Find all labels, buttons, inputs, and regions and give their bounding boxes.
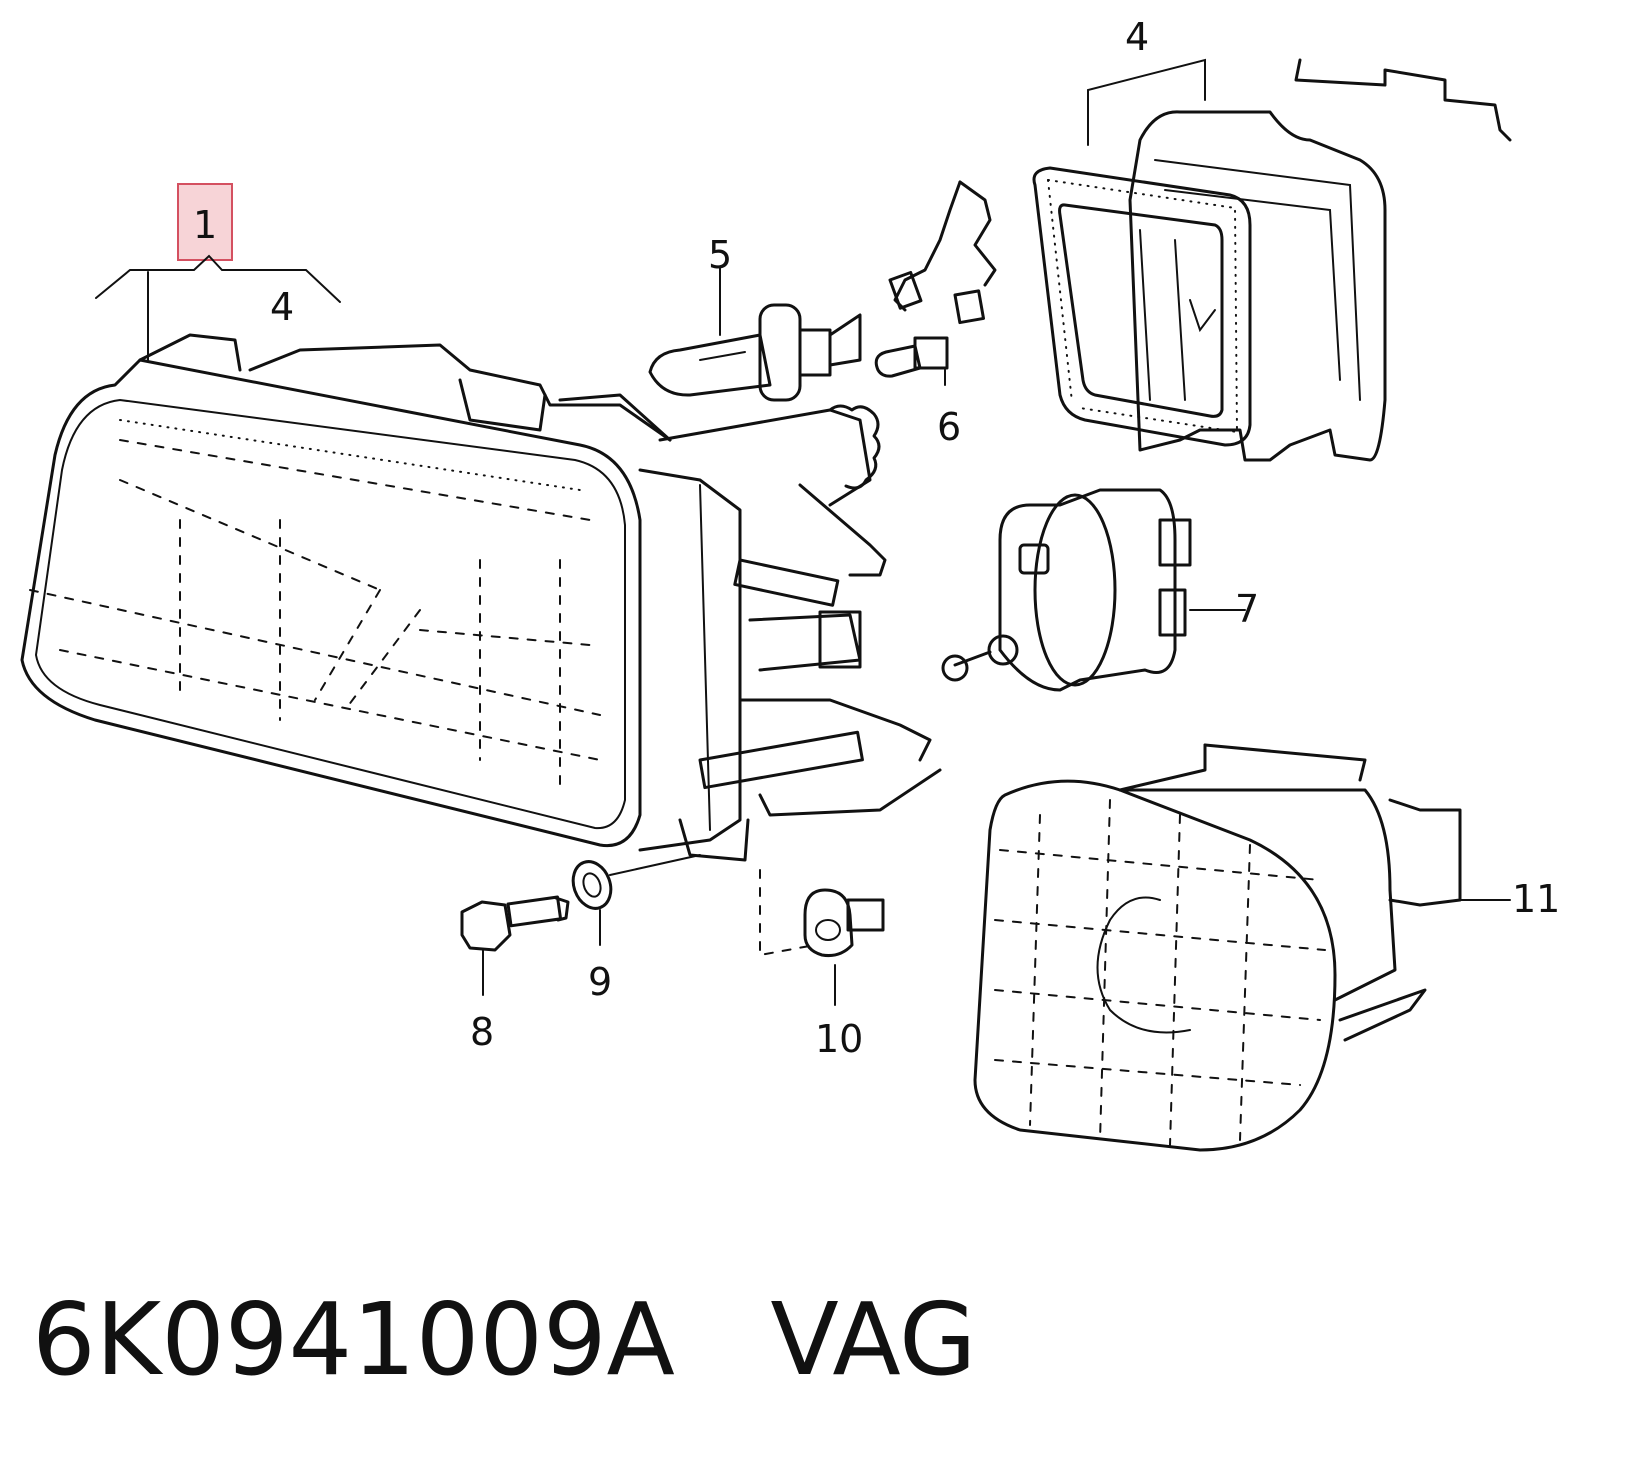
callout-1-highlight[interactable] bbox=[177, 183, 233, 261]
brand-name: VAG bbox=[770, 1281, 977, 1398]
callout-1[interactable]: 1 bbox=[193, 203, 217, 247]
bolt bbox=[460, 895, 570, 996]
washer bbox=[571, 854, 701, 946]
callout-4-left[interactable]: 4 bbox=[270, 285, 294, 329]
callout-6[interactable]: 6 bbox=[937, 405, 961, 449]
callout-7[interactable]: 7 bbox=[1235, 587, 1259, 631]
bulb-h-type bbox=[648, 267, 862, 402]
parking-bulb bbox=[874, 336, 949, 386]
wire-harness bbox=[888, 180, 997, 325]
callout-8[interactable]: 8 bbox=[470, 1010, 494, 1054]
callout-10[interactable]: 10 bbox=[815, 1017, 863, 1061]
turn-signal-lamp bbox=[973, 743, 1511, 1152]
callout-11[interactable]: 11 bbox=[1512, 877, 1560, 921]
callout-5[interactable]: 5 bbox=[708, 233, 732, 277]
part-number: 6K0941009A bbox=[32, 1281, 675, 1398]
part-caption: 6K0941009A VAG bbox=[32, 1290, 977, 1390]
callout-4-top[interactable]: 4 bbox=[1125, 15, 1149, 59]
callout-9[interactable]: 9 bbox=[588, 960, 612, 1004]
headlight-assembly bbox=[20, 333, 942, 862]
headlight-range-adjuster bbox=[941, 488, 1246, 692]
bulb-holder bbox=[759, 869, 885, 1006]
rear-cover-gasket bbox=[1032, 58, 1512, 462]
assembly-bracket bbox=[95, 254, 341, 361]
